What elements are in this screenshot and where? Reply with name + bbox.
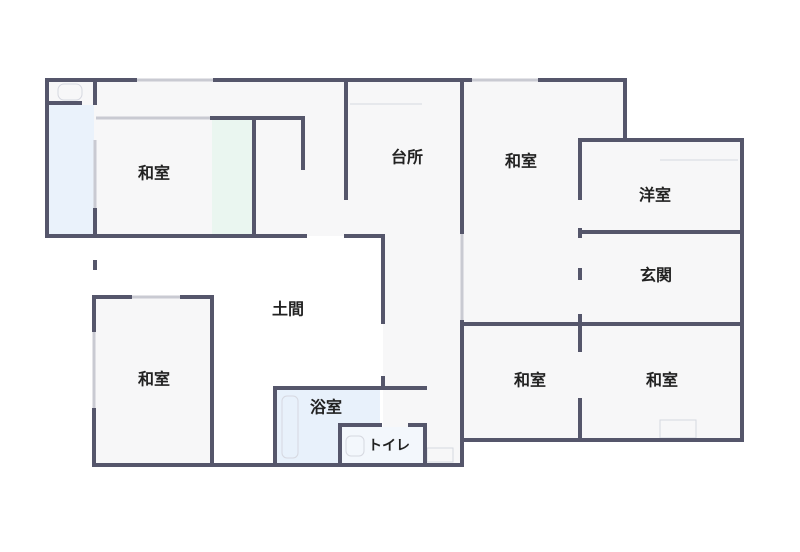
room-label-washitsu-nw: 和室: [138, 164, 170, 183]
room-label-doma: 土間: [272, 300, 304, 319]
floor-areas: [47, 80, 742, 465]
room-label-bathroom: 浴室: [310, 398, 342, 417]
room-label-youshitsu: 洋室: [639, 186, 671, 205]
closet-area: [49, 105, 94, 235]
room-label-toilet: トイレ: [368, 438, 410, 454]
toilet-fixture-icon: [57, 83, 83, 101]
room-label-washitsu-sw: 和室: [138, 370, 170, 389]
toilet-area: [342, 427, 425, 463]
storage-area: [212, 120, 254, 235]
walls: [45, 78, 744, 467]
fixtures: [57, 83, 738, 463]
room-label-kitchen: 台所: [391, 148, 423, 167]
room-labels: 和室 台所 和室 洋室 玄関 土間 和室 和室 和室 浴室 トイレ: [138, 148, 678, 455]
room-label-washitsu-ne: 和室: [505, 152, 537, 171]
room-label-washitsu-se: 和室: [646, 371, 678, 390]
toilet-bowl-icon: [345, 435, 365, 457]
room-label-washitsu-s: 和室: [514, 371, 546, 390]
bathtub-icon: [281, 395, 299, 459]
room-label-genkan: 玄関: [640, 266, 672, 285]
